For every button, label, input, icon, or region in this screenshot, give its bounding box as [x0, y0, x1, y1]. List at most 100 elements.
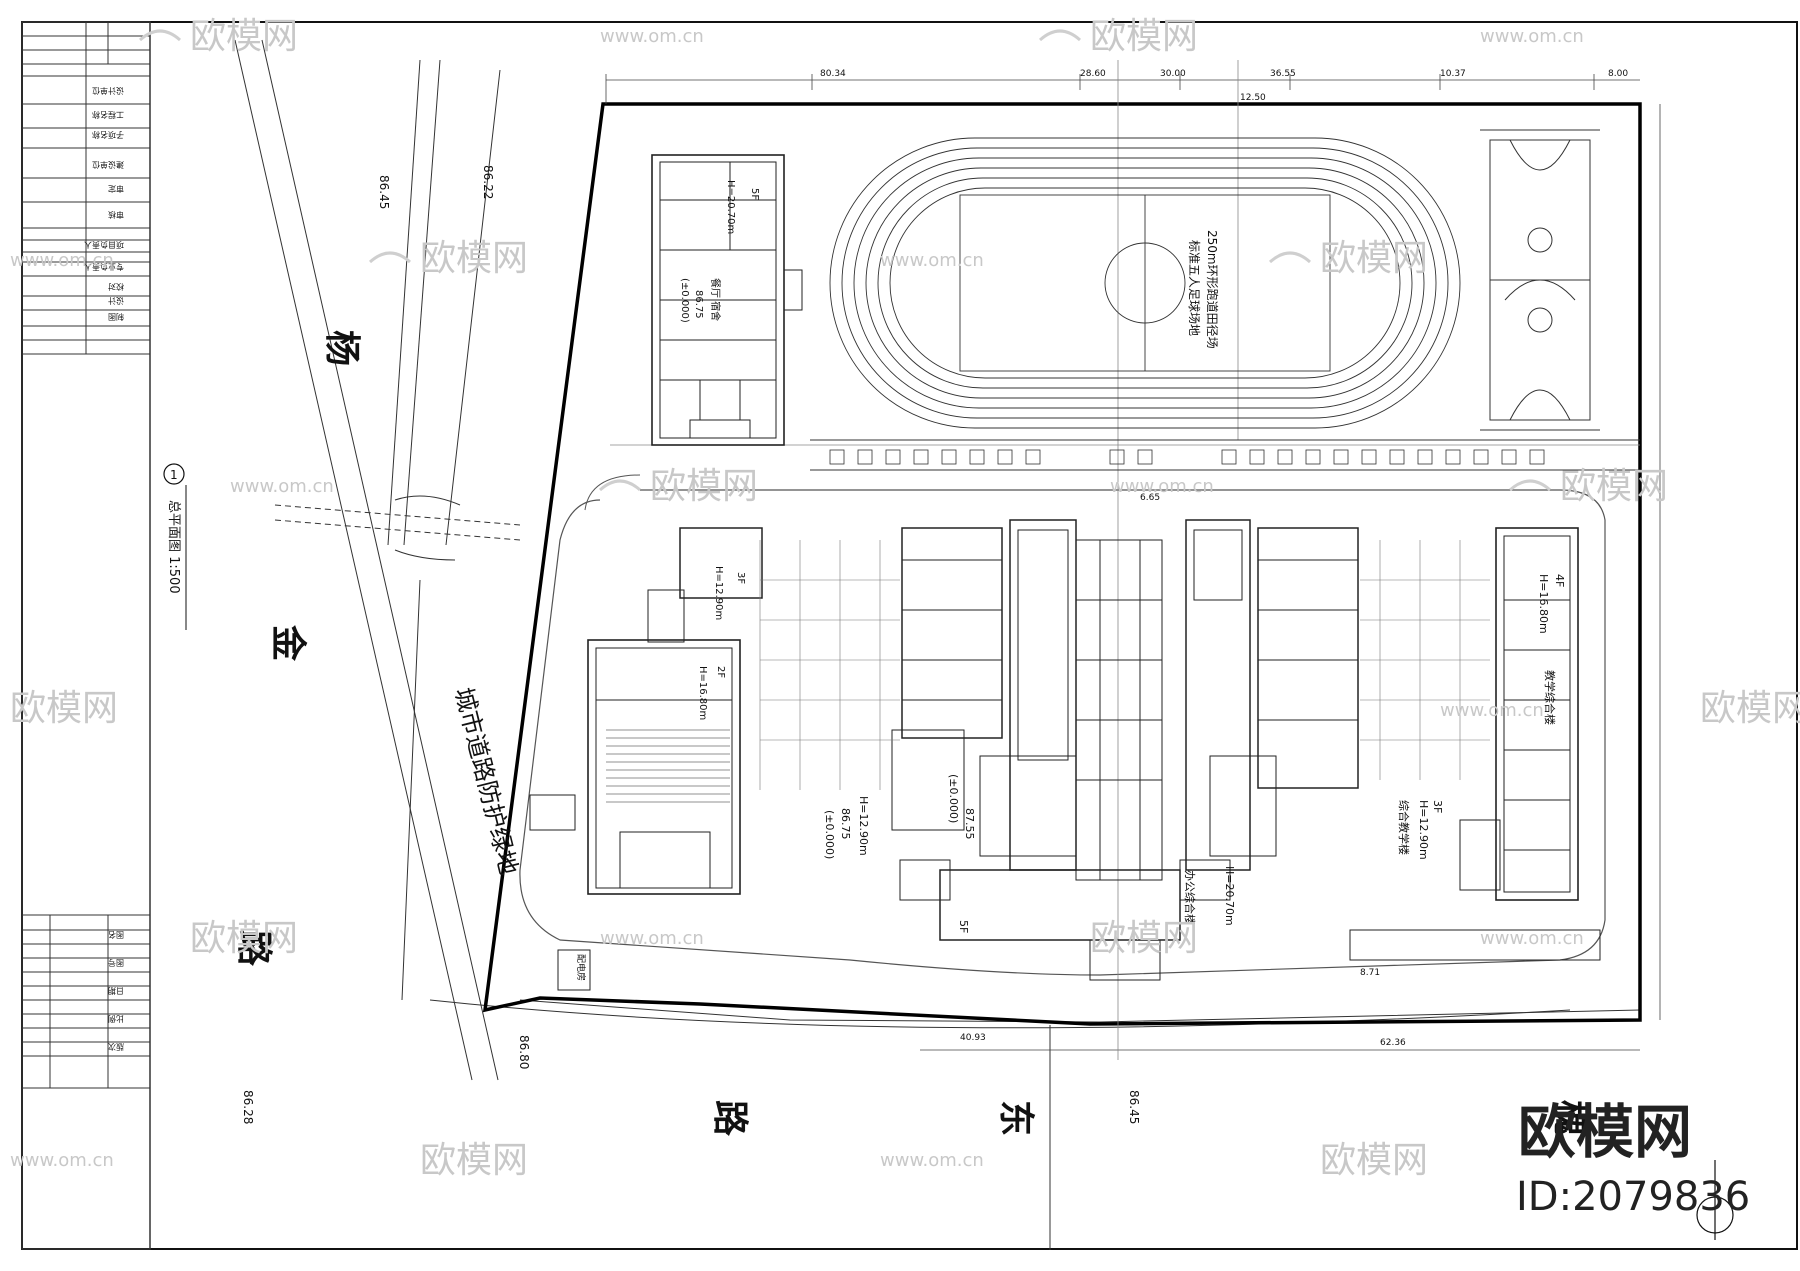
power-room [557, 949, 591, 991]
complex-floors: 4F [1553, 574, 1566, 587]
office-floors: 5F [957, 920, 970, 933]
dim-label: 40.93 [960, 1033, 986, 1043]
dim-label: 6.65 [1140, 493, 1160, 503]
title-row: 项目负责人 [84, 240, 124, 250]
title-row: 专业负责人 [84, 262, 124, 272]
east-name: 综合教学楼 [1397, 800, 1411, 855]
watermark-site: www.om.cn [1440, 700, 1544, 721]
title-row: 工程名称 [92, 110, 124, 120]
title-row: 版次 [108, 1042, 124, 1052]
dim-label: 8.00 [1608, 69, 1628, 79]
west-zero-2: (±0.000) [947, 774, 960, 823]
title-row: 制图 [108, 312, 124, 322]
road-char: 杨 [321, 330, 362, 366]
east-complex-building [1349, 527, 1601, 961]
watermark-brand: 欧模网 [420, 1140, 528, 1181]
watermark-site: www.om.cn [880, 250, 984, 271]
drawing-number: 1 [170, 468, 178, 482]
watermark-brand: 欧模网 [420, 238, 528, 279]
title-row: 设计 [108, 296, 124, 306]
dining-height: H=20.70m [725, 180, 736, 234]
dining-dorm-labels: 5F H=20.70m 餐厅 宿舍 86.75 (±0.000) [679, 180, 760, 323]
complex-height: H=16.80m [1537, 574, 1550, 634]
campus-ring-road [519, 489, 1606, 976]
teaching-complex [759, 519, 1490, 981]
track-subtitle: 标准五人足球场地 [1187, 240, 1201, 336]
elevation: 86.45 [1127, 1090, 1141, 1124]
dining-zero: (±0.000) [679, 278, 690, 323]
title-row: 比例 [108, 1014, 124, 1024]
watermark-site: www.om.cn [1480, 26, 1584, 47]
office-name: 办公综合楼 [1183, 870, 1197, 925]
dining-dorm-building [651, 154, 803, 446]
watermark-id: ID:2079836 [1516, 1174, 1750, 1220]
watermark-brand: 欧模网 [10, 688, 118, 729]
watermark-brand: 欧模网 [1090, 918, 1198, 959]
complex-name: 教学综合楼 [1543, 670, 1557, 725]
watermark-brand: 欧模网 [650, 466, 758, 507]
road-char: 槐 [1549, 1100, 1590, 1136]
elevation: 86.45 [377, 175, 391, 209]
yangjin-road-lines [234, 39, 521, 1081]
hall-height: H=12.90m [713, 566, 724, 620]
dining-floors: 5F [749, 188, 760, 200]
huaidong-road-lines [429, 999, 1641, 1250]
road-char: 东 [995, 1100, 1036, 1136]
title-row: 校对 [108, 282, 124, 292]
track-title: 250m环形跑道田径场 [1205, 230, 1219, 349]
dimension-text: 80.34 28.60 30.00 36.55 10.37 8.00 12.50… [820, 69, 1628, 1048]
huaidong-road-label: 槐 东 路 [709, 1100, 1590, 1137]
road-char: 路 [709, 1100, 750, 1137]
east-floors: 3F [1431, 800, 1444, 813]
north-arrow [1696, 1160, 1734, 1240]
watermark-brand: 欧模网 [190, 918, 298, 959]
office-height: H=20.70m [1223, 866, 1236, 926]
east-complex-labels: 4F H=16.80m 教学综合楼 [1537, 574, 1566, 725]
hall-building [529, 527, 763, 895]
watermark-site: www.om.cn [880, 1150, 984, 1171]
watermark-brand: 欧模网 [190, 16, 298, 57]
dim-label: 10.37 [1440, 69, 1466, 79]
west-level-2: 87.55 [963, 808, 976, 840]
watermark-site: www.om.cn [10, 250, 114, 271]
watermark-brand: 欧模网 [1320, 238, 1428, 279]
east-height: H=12.90m [1417, 800, 1430, 860]
watermark-brand: 欧模网 [1320, 1140, 1428, 1181]
dimension-lines [605, 60, 1661, 1060]
watermark-brand: 欧模网 [1560, 466, 1668, 507]
west-level: 86.75 [839, 808, 852, 840]
watermark-brand-large: 欧模网 [1518, 1098, 1692, 1166]
green-belt-label: 城市道路防护绿地 [449, 685, 523, 878]
watermark-brand: 欧模网 [1700, 688, 1800, 729]
road-char: 路 [233, 930, 274, 967]
power-room-label: 配电房 [575, 954, 587, 981]
road-char: 金 [267, 624, 309, 662]
teaching-complex-labels: H=12.90m 86.75 (±0.000) 87.55 (±0.000) 5… [823, 774, 1444, 933]
watermark-site: www.om.cn [230, 476, 334, 497]
title-row: 建设单位 [92, 160, 124, 170]
title-row: 日期 [108, 986, 124, 995]
hall-floors: 3F [735, 572, 746, 584]
dining-name: 餐厅 宿舍 [709, 278, 722, 321]
dim-label: 36.55 [1270, 69, 1296, 79]
watermark-site: www.om.cn [600, 928, 704, 949]
hall-height-2: H=16.80m [697, 666, 708, 720]
basketball-courts [1480, 129, 1600, 431]
title-block [21, 21, 151, 1250]
west-height: H=12.90m [857, 796, 870, 856]
watermark-site: www.om.cn [1110, 476, 1214, 497]
watermark-site: www.om.cn [600, 26, 704, 47]
title-row: 图名 [108, 930, 124, 940]
watermark-brand: 欧模网 [1090, 16, 1198, 57]
title-row: 子项名称 [92, 130, 124, 140]
title-block-text: 设计单位 工程名称 子项名称 建设单位 审定 审核 项目负责人 专业负责人 校对… [84, 86, 124, 1052]
dim-label: 62.36 [1380, 1038, 1406, 1048]
dim-label: 80.34 [820, 69, 846, 79]
dim-label: 12.50 [1240, 93, 1266, 103]
site-boundary [482, 102, 1642, 1026]
dining-level: 86.75 [693, 290, 704, 319]
watermark-site: www.om.cn [10, 1150, 114, 1171]
hall-floors-2: 2F [715, 666, 726, 678]
title-row: 审定 [108, 184, 124, 194]
